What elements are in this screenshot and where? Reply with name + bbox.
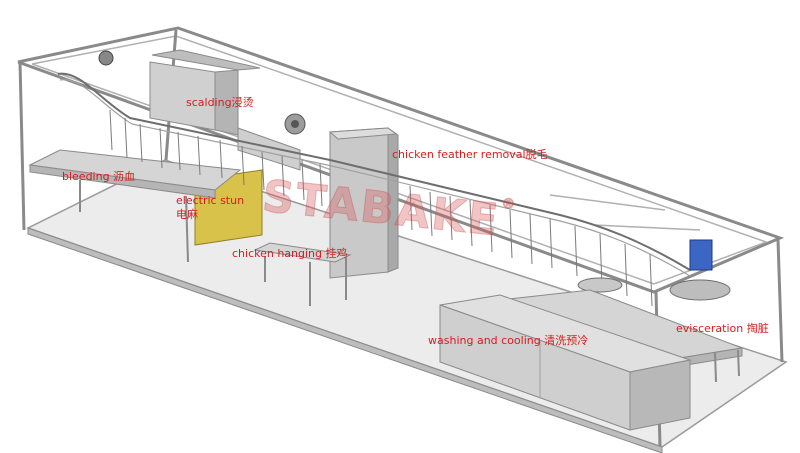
label-bleeding: bleeding 沥血 — [62, 170, 136, 183]
label-electric-stun-cn: 电麻 — [176, 208, 198, 221]
scalding-tank — [149, 49, 301, 171]
floor-front-edge — [27, 227, 663, 453]
evisceration-unit — [577, 239, 731, 301]
watermark-registered-mark: ® — [500, 195, 519, 214]
feather-removal-machine — [328, 127, 399, 279]
container-top-frame — [17, 26, 785, 294]
label-washing-cooling: washing and cooling 清洗预冷 — [428, 334, 589, 347]
hanging-table — [253, 242, 352, 306]
label-electric-stun: electric stun — [176, 194, 245, 207]
washing-cooling-tank — [439, 294, 692, 431]
label-evisceration: evisceration 掏脏 — [676, 322, 769, 335]
label-chicken-hanging: chicken hanging 挂鸡 — [232, 247, 348, 260]
label-feather-removal: chicken feather removal脱毛 — [392, 148, 548, 161]
bleeding-trough — [28, 149, 242, 263]
overhead-conveyor-rail — [57, 72, 691, 271]
conveyor-rail-lower — [59, 79, 691, 277]
shackle-row — [109, 109, 653, 307]
top-frame-inner — [31, 35, 769, 285]
conveyor-motor — [98, 50, 306, 135]
label-scalding: scalding浸烫 — [186, 96, 254, 109]
